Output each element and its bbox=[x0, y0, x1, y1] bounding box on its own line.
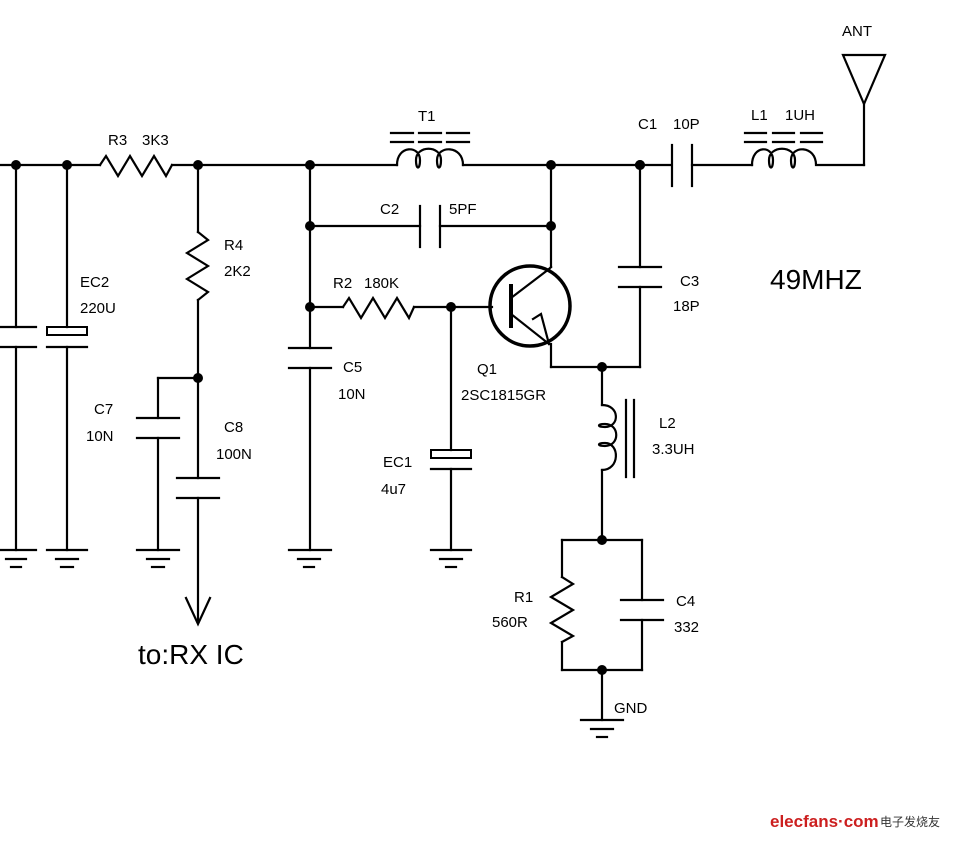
ground-symbol bbox=[0, 548, 38, 569]
C4-value: 332 bbox=[674, 619, 699, 636]
junction-dot bbox=[446, 302, 456, 312]
capacitor-EC1 bbox=[429, 305, 473, 552]
capacitor-C7 bbox=[135, 376, 200, 552]
L2-value: 3.3UH bbox=[652, 441, 695, 458]
junction-dot bbox=[546, 160, 556, 170]
R4-value: 2K2 bbox=[224, 263, 251, 280]
capacitor-C1 bbox=[670, 143, 694, 188]
left-bypass-capacitor bbox=[0, 163, 38, 552]
L2-ref: L2 bbox=[659, 415, 676, 432]
resistor-R4 bbox=[184, 163, 211, 480]
junction-dot bbox=[193, 373, 203, 383]
ground-symbol bbox=[287, 548, 333, 569]
ground-label: GND bbox=[614, 700, 648, 717]
C1-ref: C1 bbox=[638, 116, 657, 133]
C2-value: 5PF bbox=[449, 201, 477, 218]
T1-ref: T1 bbox=[418, 108, 436, 125]
C7-ref: C7 bbox=[94, 401, 113, 418]
frequency-label: 49MHZ bbox=[770, 264, 862, 295]
resistor-R3 bbox=[98, 153, 174, 179]
EC2-ref: EC2 bbox=[80, 274, 109, 291]
ground-symbol bbox=[135, 548, 181, 569]
C1-value: 10P bbox=[673, 116, 700, 133]
R2-value: 180K bbox=[364, 275, 399, 292]
R3-value: 3K3 bbox=[142, 132, 169, 149]
C2-ref: C2 bbox=[380, 201, 399, 218]
junction-dot bbox=[11, 160, 21, 170]
EC1-ref: EC1 bbox=[383, 454, 412, 471]
junction-dot bbox=[546, 221, 556, 231]
C3-ref: C3 bbox=[680, 273, 699, 290]
C5-value: 10N bbox=[338, 386, 366, 403]
resistor-R1 bbox=[548, 538, 644, 672]
capacitor-C4 bbox=[619, 538, 665, 672]
junction-dot bbox=[193, 160, 203, 170]
C3-value: 18P bbox=[673, 298, 700, 315]
Q1-value: 2SC1815GR bbox=[461, 387, 546, 404]
capacitor-C8 bbox=[175, 476, 221, 627]
antenna-label: ANT bbox=[842, 23, 872, 40]
junction-dot bbox=[305, 221, 315, 231]
EC1-value: 4u7 bbox=[381, 481, 406, 498]
inductor-L1 bbox=[743, 131, 824, 169]
junction-dot bbox=[305, 160, 315, 170]
Q1-ref: Q1 bbox=[477, 361, 497, 378]
output-label: to:RX IC bbox=[138, 639, 244, 670]
ground-symbol bbox=[429, 548, 473, 569]
R1-value: 560R bbox=[492, 614, 528, 631]
C8-ref: C8 bbox=[224, 419, 243, 436]
junction-dot bbox=[597, 665, 607, 675]
capacitor-C3 bbox=[617, 163, 663, 369]
watermark: elecfans·com 电子发烧友 bbox=[770, 812, 940, 831]
L1-ref: L1 bbox=[751, 107, 768, 124]
L1-value: 1UH bbox=[785, 107, 815, 124]
junction-dot bbox=[62, 160, 72, 170]
antenna-icon bbox=[841, 53, 887, 167]
watermark-chinese: 电子发烧友 bbox=[880, 814, 940, 829]
junction-dot bbox=[597, 362, 607, 372]
R4-ref: R4 bbox=[224, 237, 243, 254]
watermark-brand: elecfans·com bbox=[770, 812, 879, 831]
C8-value: 100N bbox=[216, 446, 252, 463]
capacitor-C2 bbox=[308, 204, 553, 249]
transformer-T1 bbox=[389, 131, 471, 169]
C7-value: 10N bbox=[86, 428, 114, 445]
junction-dot bbox=[305, 302, 315, 312]
inductor-L2 bbox=[597, 365, 636, 542]
C5-ref: C5 bbox=[343, 359, 362, 376]
ground-symbol bbox=[579, 668, 625, 739]
capacitor-C5 bbox=[287, 163, 333, 552]
capacitor-EC2 bbox=[45, 163, 89, 552]
ground-symbol bbox=[45, 548, 89, 569]
junction-dot bbox=[597, 535, 607, 545]
R2-ref: R2 bbox=[333, 275, 352, 292]
R1-ref: R1 bbox=[514, 589, 533, 606]
R3-ref: R3 bbox=[108, 132, 127, 149]
C4-ref: C4 bbox=[676, 593, 695, 610]
junction-dots bbox=[11, 160, 645, 675]
junction-dot bbox=[635, 160, 645, 170]
transistor-Q1 bbox=[488, 163, 642, 369]
resistor-R2 bbox=[308, 295, 494, 321]
EC2-value: 220U bbox=[80, 300, 116, 317]
